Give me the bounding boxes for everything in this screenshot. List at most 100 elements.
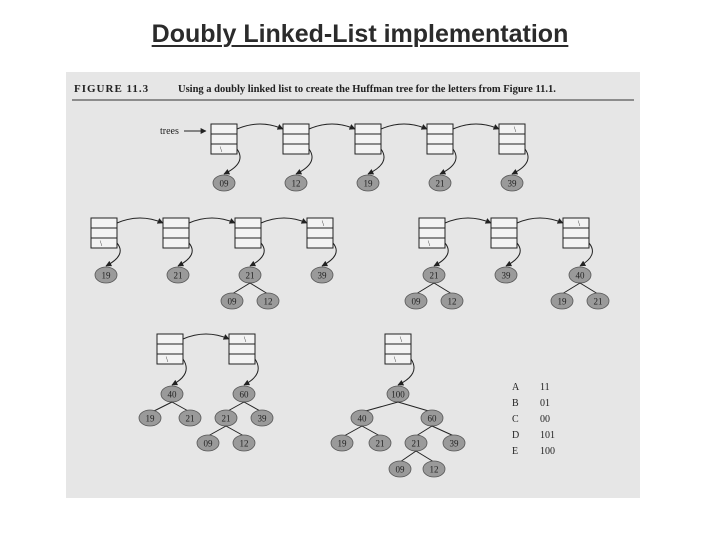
- list-node-box: [498, 123, 526, 155]
- tree-pointer-arrow: [579, 242, 593, 267]
- tree-pointer-arrow: [439, 148, 457, 175]
- code-value: 00: [540, 414, 550, 425]
- code-table: A 11 B 01 C 00 D 101 E 100: [512, 382, 555, 457]
- tree-node-value: 21: [174, 271, 183, 281]
- tree-node-value: 60: [240, 390, 250, 400]
- list-node-box: [90, 217, 118, 249]
- tree-node-value: 09: [396, 465, 406, 475]
- link-arrow: [308, 123, 356, 130]
- tree-edge: [579, 282, 599, 295]
- null-pointer-mark: \: [220, 145, 223, 154]
- tree-edge: [361, 425, 381, 437]
- tree-node-value: 09: [220, 179, 230, 189]
- tree-node: [356, 174, 380, 192]
- tree-node-value: 19: [146, 414, 156, 424]
- tree-node-value: 12: [292, 179, 301, 189]
- figure-number: FIGURE 11.3: [74, 83, 149, 95]
- code-value: 01: [540, 398, 550, 409]
- tree-node-value: 12: [240, 439, 249, 449]
- tree-edge: [361, 401, 399, 413]
- tree-node: [196, 434, 220, 452]
- null-pointer-mark: \: [514, 125, 517, 134]
- null-pointer-mark: \: [100, 239, 103, 248]
- list-node-box: [234, 217, 262, 249]
- tree-edge: [249, 282, 269, 295]
- tree-node: [368, 434, 392, 452]
- tree-node: [428, 174, 452, 192]
- tree-pointer-arrow: [321, 242, 337, 267]
- code-letter: D: [512, 430, 519, 441]
- list-node-box: [306, 217, 334, 249]
- list-node-box: [162, 217, 190, 249]
- null-pointer-mark: \: [166, 355, 169, 364]
- tree-node-value: 19: [102, 271, 112, 281]
- tree-edge: [399, 450, 417, 463]
- tree-node: [404, 292, 428, 310]
- link-arrow: [236, 123, 284, 130]
- list-node-box: [282, 123, 310, 155]
- tree-node: [310, 266, 334, 284]
- tree-node: [550, 292, 574, 310]
- tree-node: [500, 174, 524, 192]
- tree-pointer-arrow: [433, 242, 449, 267]
- tree-edge: [207, 425, 227, 437]
- tree-edge: [561, 282, 581, 295]
- tree-pointer-arrow: [367, 148, 385, 175]
- tree-pointer-arrow: [511, 148, 529, 175]
- tree-node: [166, 266, 190, 284]
- list-node-box: [228, 333, 256, 365]
- code-letter: C: [512, 414, 519, 425]
- tree-pointer-arrow: [243, 358, 259, 386]
- null-pointer-mark: \: [578, 219, 581, 228]
- link-arrow: [380, 123, 428, 130]
- tree-node-value: 19: [558, 297, 568, 307]
- list-node-box: [354, 123, 382, 155]
- tree-edge: [415, 425, 433, 437]
- tree-node-value: 09: [204, 439, 214, 449]
- null-pointer-mark: \: [400, 335, 403, 344]
- tree-node: [138, 409, 162, 427]
- tree-node: [388, 460, 412, 478]
- tree-node: [212, 174, 236, 192]
- code-value: 11: [540, 382, 550, 393]
- link-arrow: [444, 217, 492, 224]
- tree-edge: [151, 401, 173, 413]
- tree-node-value: 12: [264, 297, 273, 307]
- link-arrow: [452, 123, 500, 130]
- code-letter: A: [512, 382, 520, 393]
- tree-node: [256, 292, 280, 310]
- list-node-box: [418, 217, 446, 249]
- null-pointer-mark: \: [244, 335, 247, 344]
- tree-node: [422, 460, 446, 478]
- trees-label: trees: [160, 126, 179, 137]
- slide-title-text: Doubly Linked-List implementation: [151, 20, 569, 48]
- tree-edge: [433, 282, 453, 295]
- tree-edge: [231, 282, 251, 295]
- tree-edge: [415, 450, 435, 463]
- figure-caption: Using a doubly linked list to create the…: [178, 84, 556, 95]
- code-value: 100: [540, 446, 555, 457]
- tree-node-value: 39: [508, 179, 518, 189]
- tree-node-value: 40: [358, 414, 368, 424]
- tree-node-value: 40: [576, 271, 586, 281]
- tree-node-value: 60: [428, 414, 438, 424]
- list-node-box: [156, 333, 184, 365]
- tree-node: [494, 266, 518, 284]
- link-arrow: [182, 333, 230, 340]
- null-pointer-mark: \: [428, 239, 431, 248]
- link-arrow: [516, 217, 564, 224]
- tree-node: [284, 174, 308, 192]
- tree-pointer-arrow: [177, 242, 193, 267]
- tree-node-value: 19: [338, 439, 348, 449]
- tree-node-value: 40: [168, 390, 178, 400]
- figure-scan: FIGURE 11.3 Using a doubly linked list t…: [66, 72, 640, 498]
- tree-node: [442, 434, 466, 452]
- tree-node-value: 100: [391, 390, 405, 400]
- tree-node-value: 09: [412, 297, 422, 307]
- tree-node: [250, 409, 274, 427]
- tree-edge: [343, 425, 363, 437]
- tree-node: [178, 409, 202, 427]
- tree-edge: [431, 425, 455, 437]
- code-value: 101: [540, 430, 555, 441]
- tree-pointer-arrow: [105, 242, 121, 267]
